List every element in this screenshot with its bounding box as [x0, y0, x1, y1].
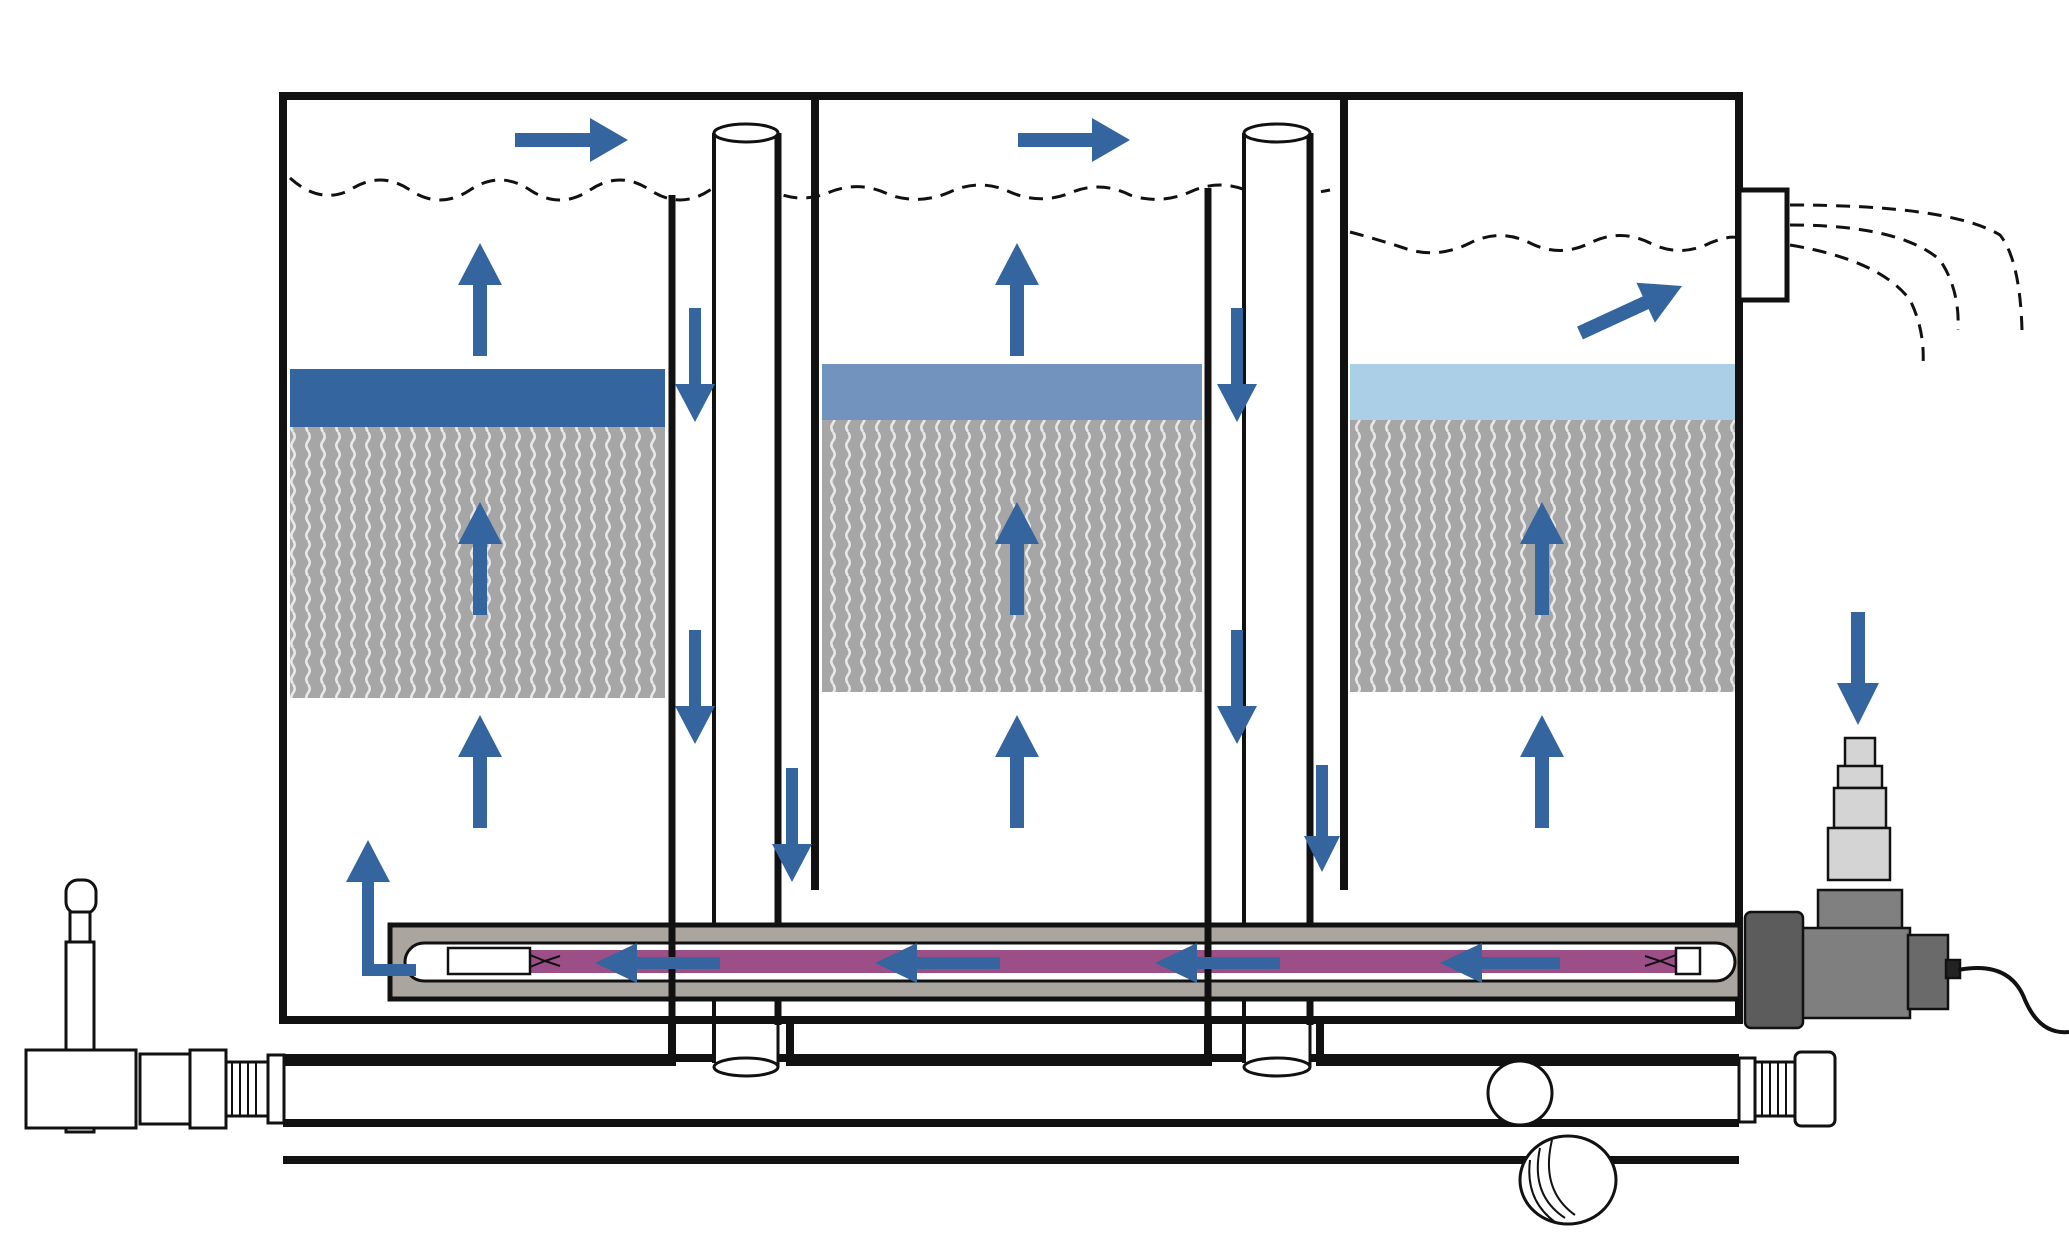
- standpipe-1-bottom: [712, 1056, 780, 1078]
- pump-power-cable: [1957, 966, 2069, 1035]
- chamber-2: [822, 364, 1202, 692]
- flow-arrow-up-c1-mid: [458, 502, 502, 615]
- standpipe-2-bottom: [1242, 1056, 1312, 1078]
- valve-connector: [138, 1052, 192, 1126]
- water-level-chamber-1-2: [288, 176, 1331, 202]
- outlet-spray-1: [1789, 203, 2024, 331]
- flow-arrow-up-c1-low: [458, 715, 502, 828]
- chamber-1: [290, 369, 665, 698]
- pump-housing: [1798, 926, 1912, 1020]
- flow-arrow-turn-up: [346, 840, 390, 890]
- pump-inlet-nozzle-1: [1836, 764, 1884, 790]
- base-chamber-wall-2: [786, 1020, 1212, 1066]
- uv-lamp-cap-left: [446, 946, 532, 976]
- flow-arrow-down-1b: [675, 630, 715, 744]
- chamber-2-top-layer: [822, 364, 1202, 420]
- outlet-spray-2: [1789, 223, 1960, 331]
- flow-arrow-right-2: [1018, 118, 1130, 162]
- flow-arrow-up-c1-top: [458, 243, 502, 356]
- flow-arrow-down-1a: [675, 308, 715, 422]
- pump-inlet-nozzle-2: [1832, 786, 1888, 830]
- base-chamber-wall-3: [1316, 1020, 1739, 1066]
- outlet-spray-3: [1789, 243, 1925, 366]
- flow-arrow-outlet: [1577, 282, 1682, 340]
- standpipe-2: [1242, 122, 1314, 1078]
- standpipe-1-top: [712, 122, 780, 144]
- water-surface: [288, 176, 2024, 366]
- inlet-valve: [24, 878, 286, 1134]
- uv-lamp-electrode-right: [1644, 954, 1677, 968]
- valve-nut: [188, 1048, 228, 1130]
- uv-lamp-cap-right: [1674, 946, 1702, 976]
- flow-arrow-up-c3-low: [1520, 715, 1564, 828]
- flow-arrow-turn-stem: [362, 885, 416, 976]
- flow-arrow-left-uv-3: [875, 943, 1000, 983]
- uv-lamp: [528, 950, 1688, 973]
- flow-arrow-left-uv-2: [1155, 943, 1280, 983]
- chamber-3-top-layer: [1350, 364, 1735, 420]
- flow-arrow-up-c2-top: [995, 243, 1039, 356]
- flow-arrow-left-uv-1: [1440, 943, 1560, 983]
- water-level-chamber-3: [1349, 230, 1739, 255]
- pump-inlet-nozzle-3: [1826, 826, 1892, 882]
- drain-cap: [1518, 1134, 1618, 1226]
- pump-inlet-body: [1816, 888, 1904, 932]
- uv-lamp-electrode-left: [529, 954, 561, 968]
- flow-arrow-up-c3-mid: [1520, 502, 1564, 615]
- pump-union-nut: [1743, 910, 1805, 1030]
- valve-body: [24, 1048, 138, 1130]
- pump-end-cap: [1906, 933, 1950, 1011]
- flow-arrow-down-2c: [1304, 765, 1340, 872]
- drain-port: [1486, 1059, 1554, 1127]
- right-fitting: [1737, 1050, 1837, 1128]
- standpipe-1: [712, 122, 782, 1078]
- flow-arrow-up-c2-low: [995, 715, 1039, 828]
- base-chamber-wall-1: [283, 1020, 676, 1066]
- flow-arrow-right-1: [515, 118, 628, 162]
- flow-arrow-down-2a: [1217, 308, 1257, 422]
- pump-inlet-nozzle-tip: [1843, 736, 1877, 770]
- valve-handle-knob: [64, 878, 98, 916]
- flow-arrows: [346, 118, 1879, 983]
- drain-plug: [1486, 1059, 1618, 1226]
- flow-arrow-up-c2-mid: [995, 502, 1039, 615]
- flow-arrow-down-1c: [772, 768, 812, 882]
- flow-arrow-down-2b: [1217, 630, 1257, 744]
- standpipe-2-top: [1242, 122, 1312, 144]
- valve-flange: [266, 1053, 286, 1125]
- pump: [1743, 736, 2069, 1035]
- outlet-pipe: [1736, 187, 1790, 303]
- flow-arrow-down-pump: [1837, 612, 1879, 725]
- valve-handle-stem: [68, 910, 92, 946]
- chamber-1-top-layer: [290, 369, 665, 427]
- flow-arrow-left-uv-4: [595, 943, 720, 983]
